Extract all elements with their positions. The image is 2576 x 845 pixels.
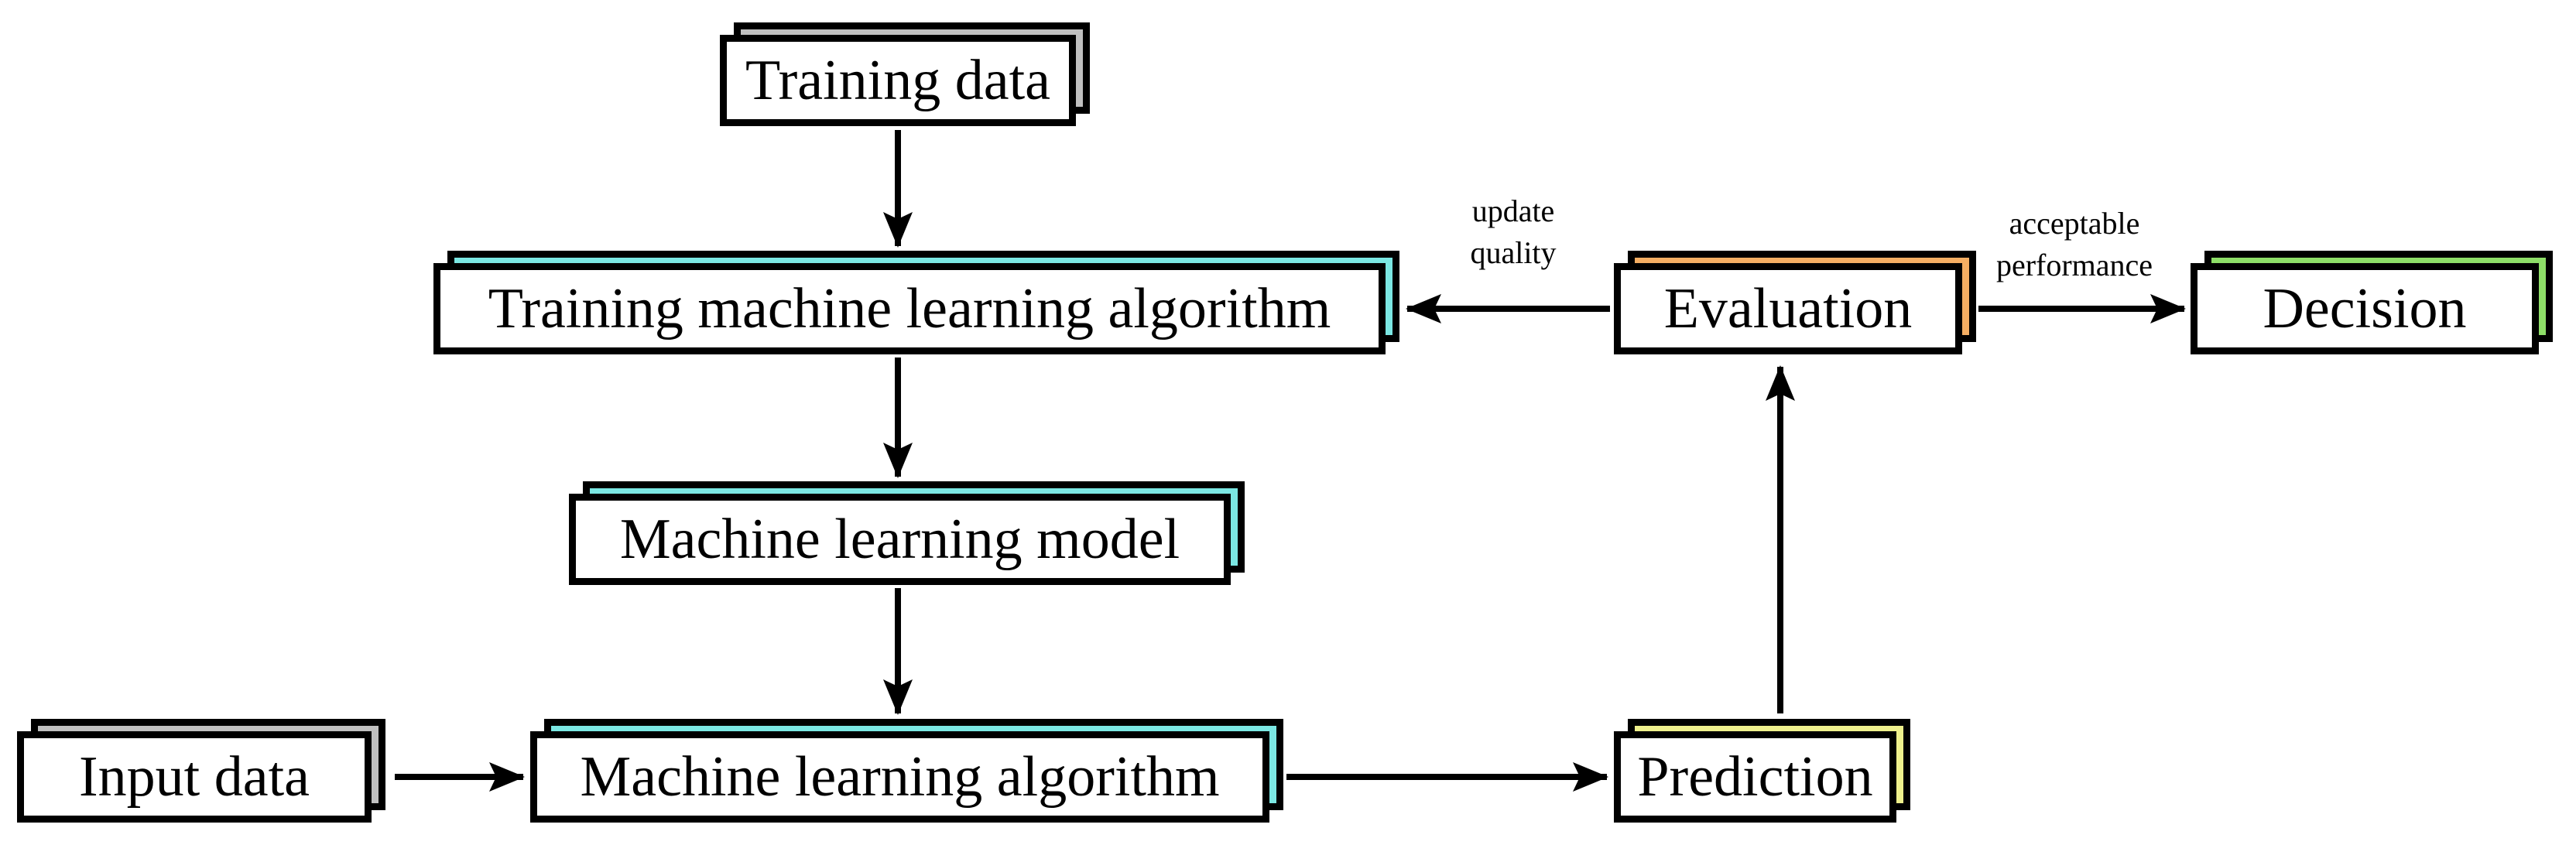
node-input-data-label: Input data <box>17 731 372 823</box>
node-ml-model-label: Machine learning model <box>569 494 1231 585</box>
node-training-data: Training data <box>720 22 1090 126</box>
edge-label-acceptable-performance: acceptable performance <box>1995 206 2153 282</box>
node-ml-algorithm-label: Machine learning algorithm <box>530 731 1269 823</box>
node-decision-label: Decision <box>2191 263 2539 354</box>
edge-label-update-quality: update quality <box>1470 193 1557 270</box>
node-training-data-label: Training data <box>720 35 1076 126</box>
node-input-data: Input data <box>17 719 385 823</box>
node-decision: Decision <box>2191 251 2553 354</box>
node-evaluation: Evaluation <box>1614 251 1976 354</box>
node-evaluation-label: Evaluation <box>1614 263 1962 354</box>
node-prediction-label: Prediction <box>1614 731 1896 823</box>
node-ml-model: Machine learning model <box>569 481 1245 585</box>
node-training-ml-algorithm-label: Training machine learning algorithm <box>433 263 1386 354</box>
node-ml-algorithm: Machine learning algorithm <box>530 719 1283 823</box>
node-prediction: Prediction <box>1614 719 1910 823</box>
node-training-ml-algorithm: Training machine learning algorithm <box>433 251 1399 354</box>
